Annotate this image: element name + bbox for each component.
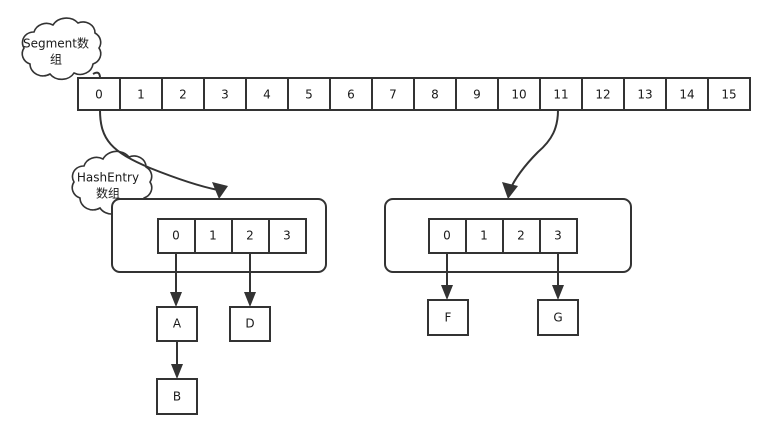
node-b-label: B [173, 390, 181, 404]
node-f[interactable]: F [427, 299, 469, 336]
left-hashentry-array: 0 1 2 3 [111, 198, 327, 273]
segment-cell-7[interactable]: 7 [389, 88, 397, 102]
right-hashentry-cell-0[interactable]: 0 [443, 229, 451, 243]
curve-right [509, 109, 559, 191]
node-d[interactable]: D [229, 306, 271, 342]
segment-cloud-line1: Segment数 [23, 36, 89, 51]
connector-a-to-b [171, 341, 183, 379]
node-f-label: F [445, 311, 452, 325]
segment-cell-10[interactable]: 10 [511, 88, 526, 102]
segment-cell-5[interactable]: 5 [305, 88, 313, 102]
right-hashentry-cell-1[interactable]: 1 [480, 229, 488, 243]
node-d-box[interactable] [229, 306, 271, 342]
arrowhead-left [212, 182, 228, 199]
right-hashentry-array: 0 1 2 3 [384, 198, 632, 273]
left-hashentry-cell-1[interactable]: 1 [209, 229, 217, 243]
arrowhead-a-b [171, 364, 183, 379]
segment-cell-12[interactable]: 12 [595, 88, 610, 102]
left-hashentry-cell-0[interactable]: 0 [172, 229, 180, 243]
hashentry-cloud-line2: 数组 [96, 186, 120, 201]
segment-cell-8[interactable]: 8 [431, 88, 439, 102]
arrow-segment0-to-left-array [99, 109, 228, 199]
segment-cell-13[interactable]: 13 [637, 88, 652, 102]
right-hashentry-cell-3[interactable]: 3 [554, 229, 562, 243]
segment-cloud: Segment数 组 [21, 17, 102, 81]
segment-cell-15[interactable]: 15 [721, 88, 736, 102]
node-a[interactable]: A [156, 306, 198, 342]
arrowhead-left2-d [244, 292, 256, 307]
segment-cloud-stem [92, 71, 101, 79]
segment-array: 0 1 2 3 4 5 6 7 8 9 10 11 12 13 14 15 [77, 77, 751, 111]
connector-right0-to-f [441, 253, 453, 300]
right-hashentry-cell-2[interactable]: 2 [517, 229, 525, 243]
node-g-label: G [553, 311, 562, 325]
node-g-box[interactable] [537, 299, 579, 336]
node-b[interactable]: B [156, 378, 198, 415]
node-b-box[interactable] [156, 378, 198, 415]
arrowhead-right [502, 182, 518, 199]
node-f-box[interactable] [427, 299, 469, 336]
left-hashentry-cell-3[interactable]: 3 [283, 229, 291, 243]
segment-cell-2[interactable]: 2 [179, 88, 187, 102]
left-hashentry-cell-2[interactable]: 2 [246, 229, 254, 243]
arrowhead-right0-f [441, 285, 453, 300]
segment-cell-6[interactable]: 6 [347, 88, 355, 102]
segment-cloud-line2: 组 [50, 53, 62, 67]
segment-cell-9[interactable]: 9 [473, 88, 481, 102]
connector-left0-to-a [170, 253, 182, 307]
arrowhead-right3-g [552, 285, 564, 300]
node-d-label: D [245, 317, 254, 331]
segment-cell-11[interactable]: 11 [553, 88, 568, 102]
segment-cell-14[interactable]: 14 [679, 88, 694, 102]
segment-cell-0[interactable]: 0 [95, 88, 103, 102]
connector-right3-to-g [552, 253, 564, 300]
arrow-segment11-to-right-array [502, 109, 559, 199]
segment-cell-4[interactable]: 4 [263, 88, 271, 102]
connector-left2-to-d [244, 253, 256, 307]
segment-cloud-shape [21, 17, 102, 81]
segment-cell-3[interactable]: 3 [221, 88, 229, 102]
segment-cell-1[interactable]: 1 [137, 88, 145, 102]
node-g[interactable]: G [537, 299, 579, 336]
hashentry-cloud-line1: HashEntry [77, 171, 139, 185]
node-a-label: A [173, 317, 182, 331]
curve-left [99, 109, 219, 191]
arrowhead-left0-a [170, 292, 182, 307]
